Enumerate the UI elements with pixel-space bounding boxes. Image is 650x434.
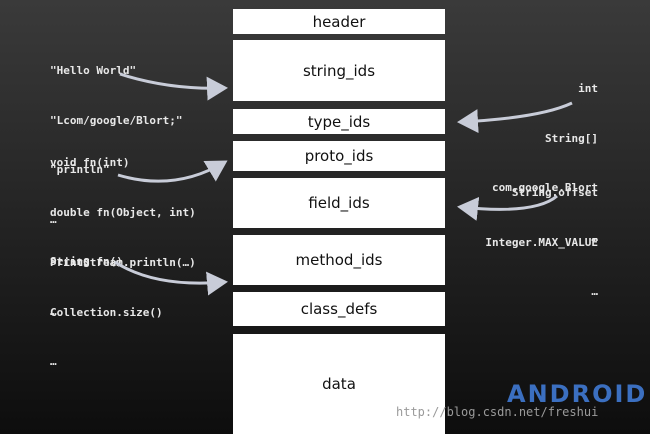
annotation-types: int String[] com.google.Blort … <box>492 48 598 263</box>
annotation-line: "Hello World" <box>50 64 137 77</box>
annotation-protos: void fn(int) double fn(Object, int) Stri… <box>50 122 196 337</box>
arrow-strings <box>119 72 228 101</box>
annotation-line: … <box>50 304 57 318</box>
annotation-line: String fn() <box>50 255 123 268</box>
section-string-ids: string_ids <box>233 40 445 101</box>
annotation-line: "println" <box>50 163 110 176</box>
annotation-line: … <box>50 212 57 226</box>
section-proto-ids: proto_ids <box>233 141 445 171</box>
arrow-types <box>457 101 573 134</box>
annotation-line: … <box>591 285 598 298</box>
section-field-ids: field_ids <box>233 178 445 228</box>
annotation-line: Collection.size() <box>50 305 163 319</box>
section-class-defs: class_defs <box>233 292 445 326</box>
annotation-line: double fn(Object, int) <box>50 205 196 219</box>
annotation-line: PrintStream.println(…) <box>50 256 196 269</box>
annotation-strings: "Hello World" "Lcom/google/Blort;" "prin… <box>50 30 182 245</box>
arrow-fields <box>457 194 558 221</box>
section-type-ids: type_ids <box>233 109 445 134</box>
annotation-line: … <box>50 355 57 368</box>
annotation-fields: String.offset Integer.MAX_VALUE … <box>485 152 598 317</box>
annotation-line: "Lcom/google/Blort;" <box>50 113 183 127</box>
annotation-line: int <box>578 82 598 95</box>
annotation-line: com.google.Blort <box>492 181 598 194</box>
annotation-line: Integer.MAX_VALUE <box>485 235 598 249</box>
annotation-methods: PrintStream.println(…) Collection.size()… <box>50 222 196 387</box>
section-data: data <box>233 334 445 434</box>
arrow-protos <box>117 160 228 183</box>
watermark: http://blog.csdn.net/freshui <box>396 405 599 419</box>
android-logo: ANDROID <box>507 380 648 408</box>
section-header: header <box>233 9 445 34</box>
annotation-line: String.offset <box>511 186 598 199</box>
arrow-methods <box>114 260 228 296</box>
annotation-line: String[] <box>545 131 598 145</box>
section-method-ids: method_ids <box>233 235 445 285</box>
annotation-line: void fn(int) <box>50 156 130 169</box>
annotation-line: … <box>591 230 598 244</box>
